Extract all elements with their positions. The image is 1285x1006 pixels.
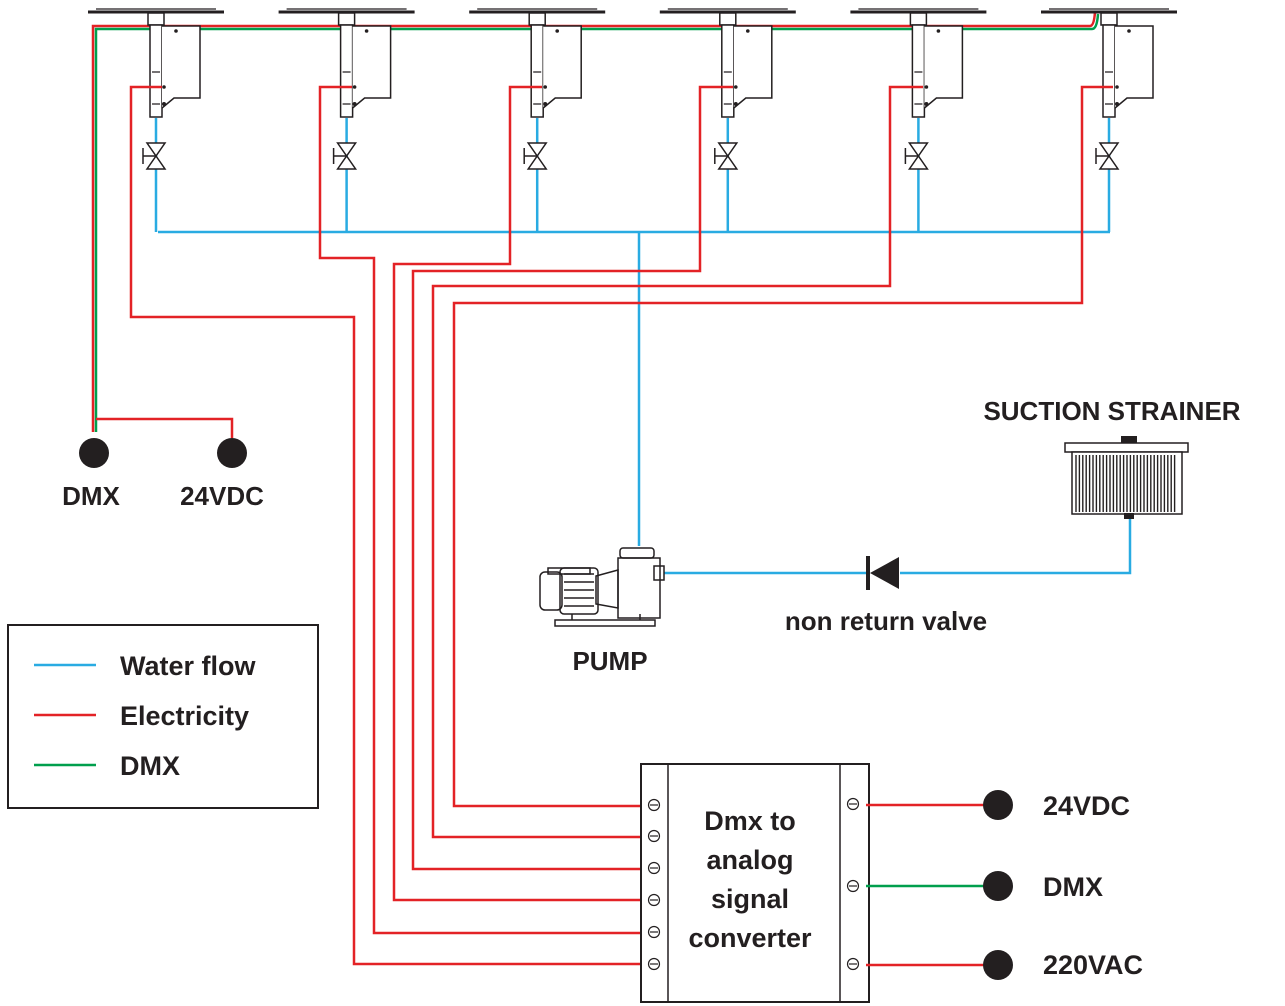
power-terminal-dot	[217, 438, 247, 468]
right-220vac-dot	[983, 950, 1013, 980]
pump-label: PUMP	[572, 646, 647, 676]
water-manifold	[158, 230, 1132, 575]
legend-electricity-label: Electricity	[120, 701, 249, 731]
left-24vdc-label: 24VDC	[180, 481, 264, 511]
pump-icon: PUMP	[539, 547, 665, 676]
left-terminals: DMX 24VDC	[62, 438, 264, 511]
legend-water-label: Water flow	[120, 651, 256, 681]
right-terminals: 24VDC DMX 220VAC	[866, 790, 1143, 980]
converter-line-2: analog	[706, 845, 793, 875]
legend-dmx-label: DMX	[120, 751, 180, 781]
legend-box: Water flow Electricity DMX	[7, 624, 319, 809]
right-24vdc-label: 24VDC	[1043, 791, 1130, 821]
nozzle-3	[469, 8, 606, 232]
top-bus-wires	[91, 11, 1100, 432]
converter-line-1: Dmx to	[704, 806, 796, 836]
nozzle-2	[278, 8, 415, 232]
nozzle-1	[88, 8, 224, 232]
right-dmx-label: DMX	[1043, 872, 1103, 902]
nozzle-6	[1041, 8, 1177, 232]
nozzle-group	[88, 8, 1177, 232]
left-dmx-label: DMX	[62, 481, 120, 511]
right-24vdc-dot	[983, 790, 1013, 820]
electricity-runs	[96, 85, 1113, 966]
nozzle-4	[659, 8, 796, 232]
check-valve-icon: non return valve	[785, 556, 987, 636]
converter-line-3: signal	[711, 884, 789, 914]
right-220vac-label: 220VAC	[1043, 950, 1143, 980]
strainer-label: SUCTION STRAINER	[983, 396, 1240, 426]
dmx-converter-box: Dmx to analog signal converter	[640, 763, 870, 1003]
nozzle-5	[850, 8, 987, 232]
converter-line-4: converter	[688, 923, 812, 953]
suction-strainer-icon: SUCTION STRAINER	[983, 396, 1241, 519]
dmx-terminal-dot	[79, 438, 109, 468]
right-dmx-dot	[983, 871, 1013, 901]
valve-label: non return valve	[785, 606, 987, 636]
